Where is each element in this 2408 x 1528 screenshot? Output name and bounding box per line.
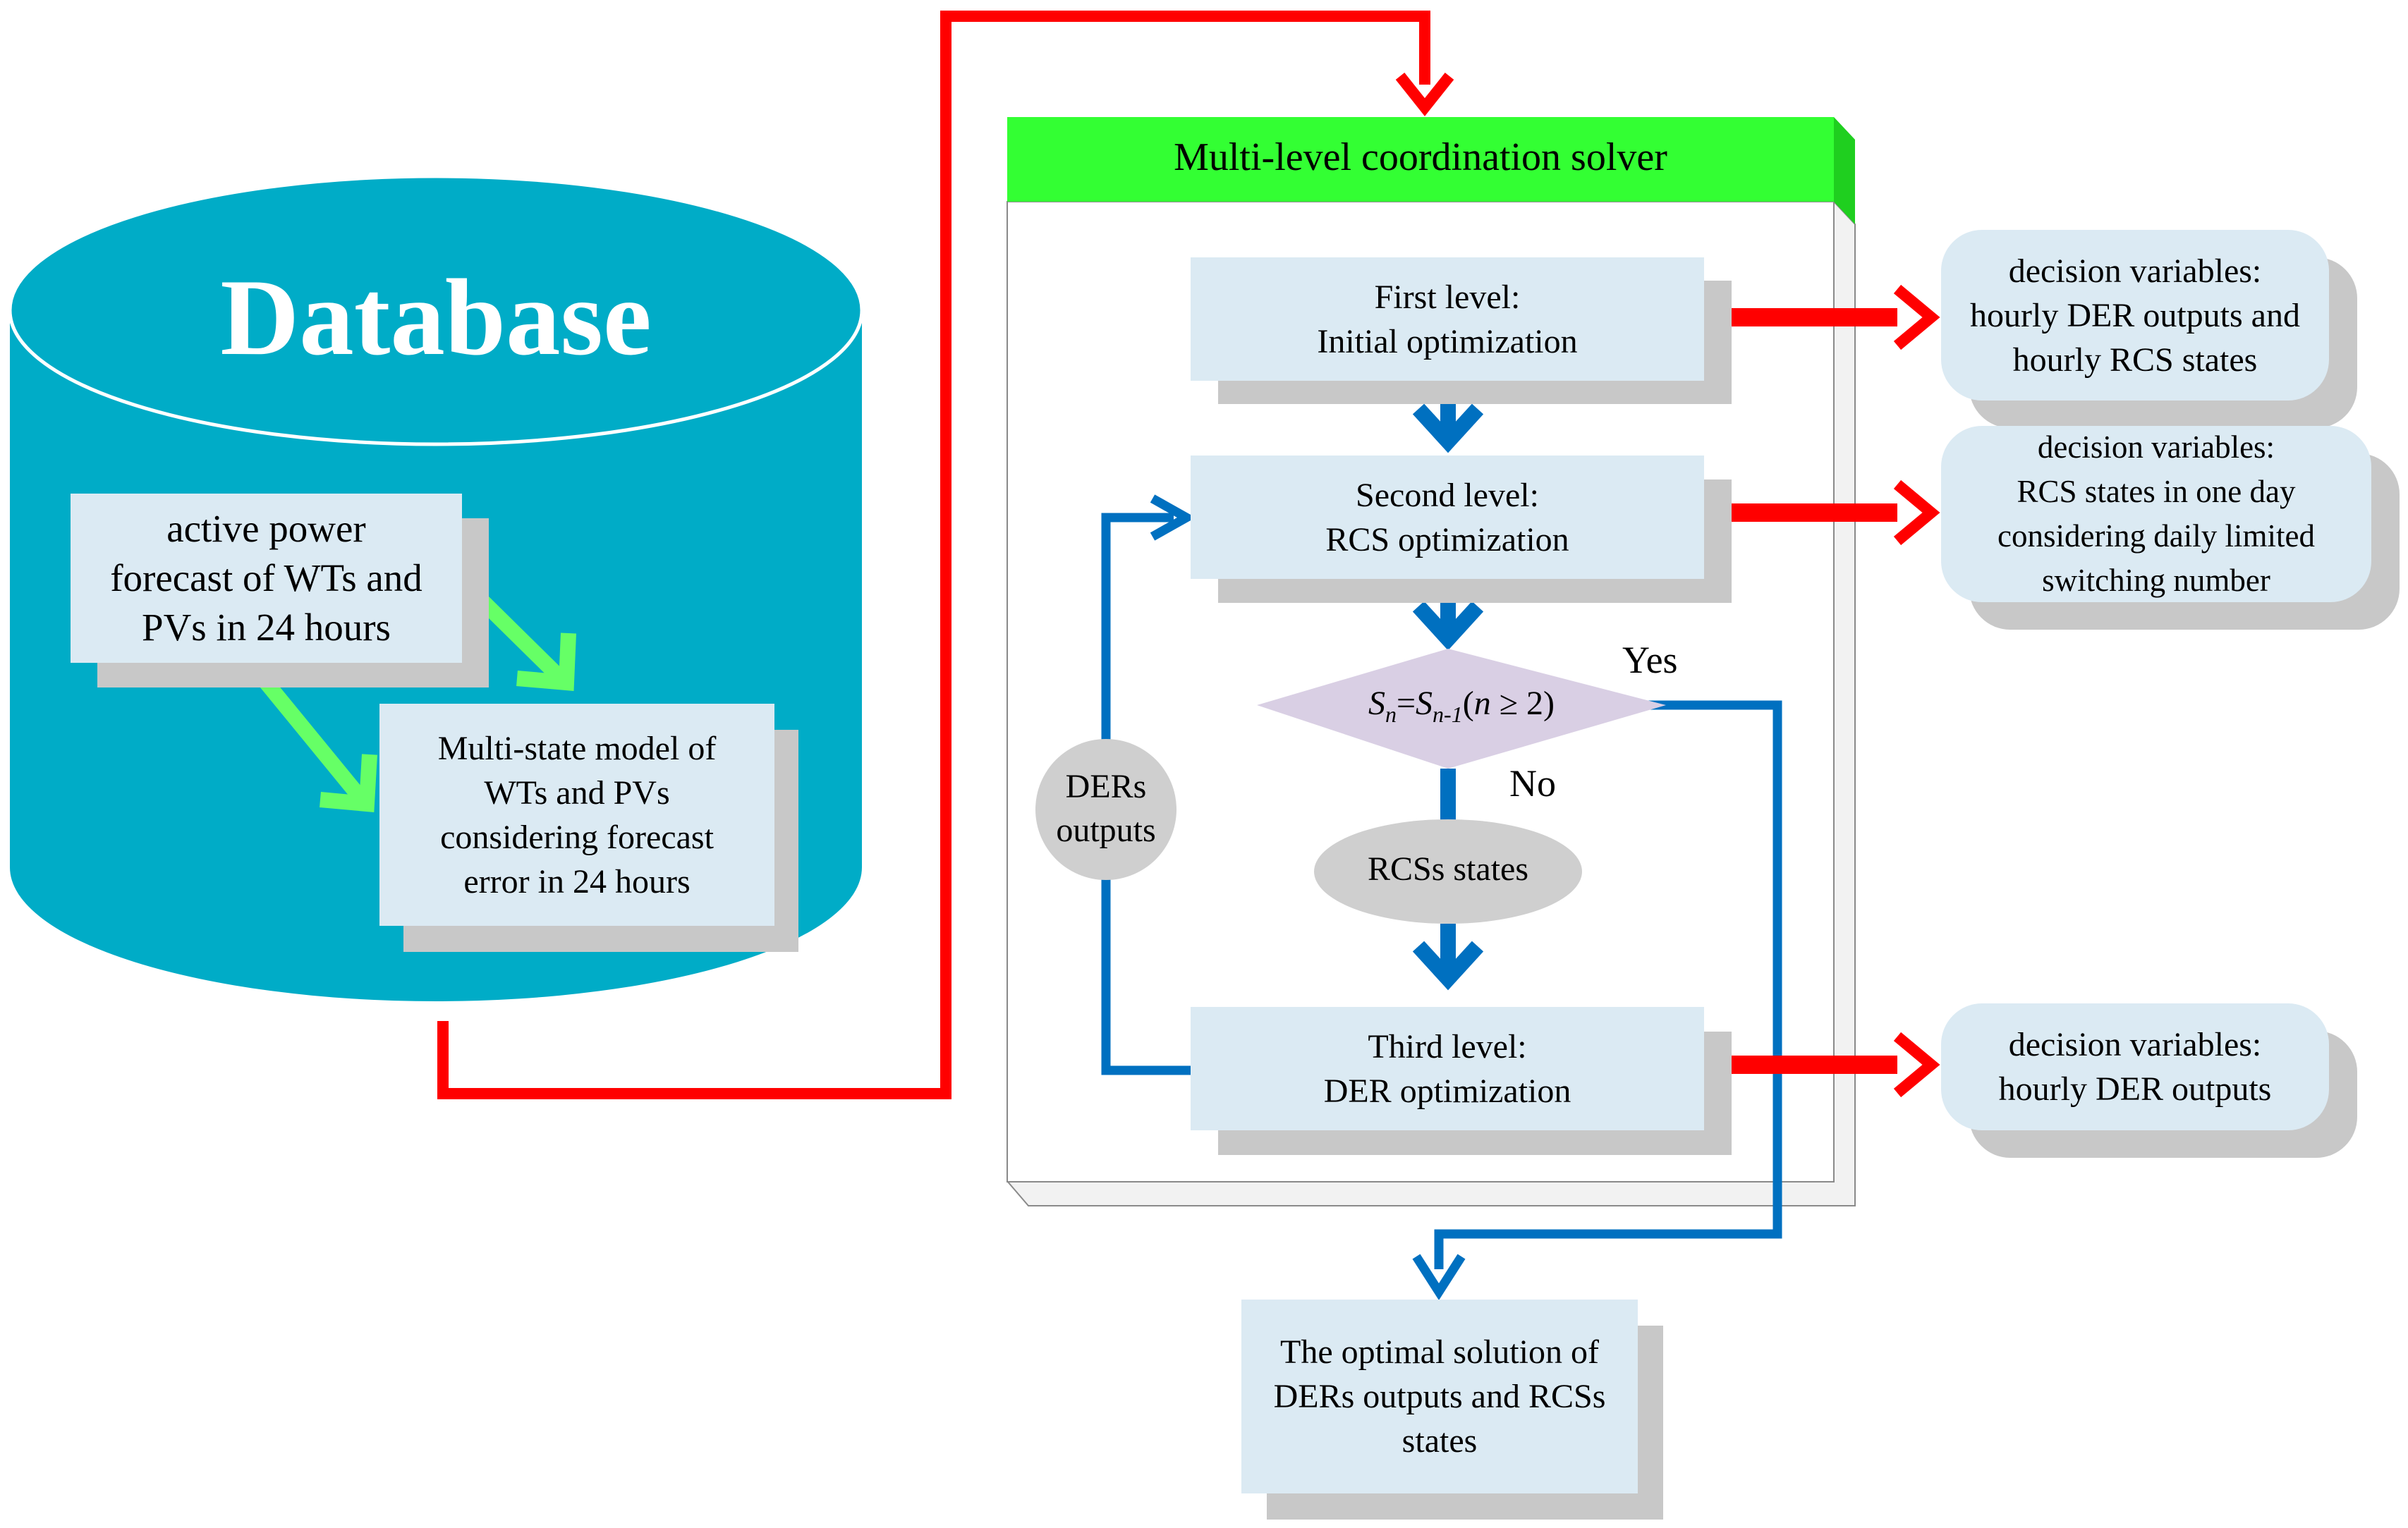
condition-formula: Sn=Sn-1(n ≥ 2): [1257, 681, 1666, 737]
decision-box-3: decision variables: hourly DER outputs: [1941, 1003, 2329, 1130]
condition-eq: =: [1396, 685, 1416, 722]
condition-tail-var: n: [1473, 685, 1491, 722]
forecast-line-2: forecast of WTs and: [110, 556, 422, 599]
condition-rhs: S: [1416, 685, 1433, 722]
third-level-desc: DER optimization: [1323, 1072, 1571, 1110]
forecast-box: active power forecast of WTs and PVs in …: [71, 494, 462, 663]
first-level-title: First level:: [1374, 278, 1521, 316]
result-line-1: The optimal solution of: [1280, 1333, 1599, 1371]
decision1-line-1: decision variables:: [2008, 252, 2262, 290]
first-level-desc: Initial optimization: [1317, 322, 1578, 360]
decision1-line-3: hourly RCS states: [2012, 341, 2258, 379]
forecast-line-3: PVs in 24 hours: [142, 606, 391, 649]
rcs-states-label: RCSs states: [1367, 850, 1529, 888]
model-line-3: considering forecast: [440, 818, 714, 856]
model-line-1: Multi-state model of: [437, 729, 717, 767]
third-level-title: Third level:: [1368, 1027, 1527, 1065]
decision2-line-2: RCS states in one day: [2017, 474, 2296, 509]
der-outputs-line-1: DERs: [1065, 768, 1147, 805]
red-decision-arrows: [1703, 284, 1940, 1098]
decision2-line-1: decision variables:: [2037, 429, 2275, 465]
optimal-solution-box: The optimal solution of DERs outputs and…: [1241, 1300, 1638, 1493]
der-outputs-line-2: outputs: [1056, 812, 1156, 849]
der-outputs-label: DERs outputs: [1035, 765, 1176, 852]
multi-state-model-box: Multi-state model of WTs and PVs conside…: [379, 704, 774, 926]
condition-tail-open: (: [1462, 685, 1474, 722]
condition-rhs-sub: n-1: [1433, 701, 1463, 727]
result-line-2: DERs outputs and RCSs: [1273, 1378, 1606, 1415]
condition-diamond: [1257, 649, 1666, 769]
decision3-line-1: decision variables:: [2008, 1026, 2262, 1063]
first-level-box: First level: Initial optimization: [1191, 257, 1704, 381]
decision-box-1: decision variables: hourly DER outputs a…: [1941, 230, 2329, 401]
decision2-line-3: considering daily limited: [1997, 518, 2315, 554]
model-line-4: error in 24 hours: [463, 862, 691, 900]
third-level-box: Third level: DER optimization: [1191, 1007, 1704, 1130]
rcs-states-ellipse: [1314, 819, 1582, 924]
forecast-line-1: active power: [166, 507, 366, 550]
der-outputs-ellipse: [1035, 739, 1176, 880]
second-level-title: Second level:: [1356, 476, 1539, 514]
red-connector-db-to-solver: [437, 11, 1454, 1099]
decision2-line-4: switching number: [2042, 563, 2270, 598]
result-line-3: states: [1401, 1422, 1478, 1460]
yes-label: Yes: [1622, 639, 1678, 681]
decision3-line-2: hourly DER outputs: [1998, 1070, 2272, 1108]
second-level-desc: RCS optimization: [1325, 520, 1569, 558]
database-title: Database: [220, 257, 652, 378]
condition-lhs-sub: n: [1385, 701, 1397, 727]
model-line-2: WTs and PVs: [484, 774, 670, 812]
condition-lhs: S: [1368, 685, 1385, 722]
condition-tail-rest: ≥ 2): [1490, 685, 1555, 722]
decision-box-2: decision variables: RCS states in one da…: [1941, 426, 2371, 602]
second-level-box: Second level: RCS optimization: [1191, 456, 1704, 579]
no-label: No: [1509, 762, 1556, 805]
solver-title: Multi-level coordination solver: [1174, 135, 1667, 179]
decision1-line-2: hourly DER outputs and: [1970, 296, 2300, 334]
